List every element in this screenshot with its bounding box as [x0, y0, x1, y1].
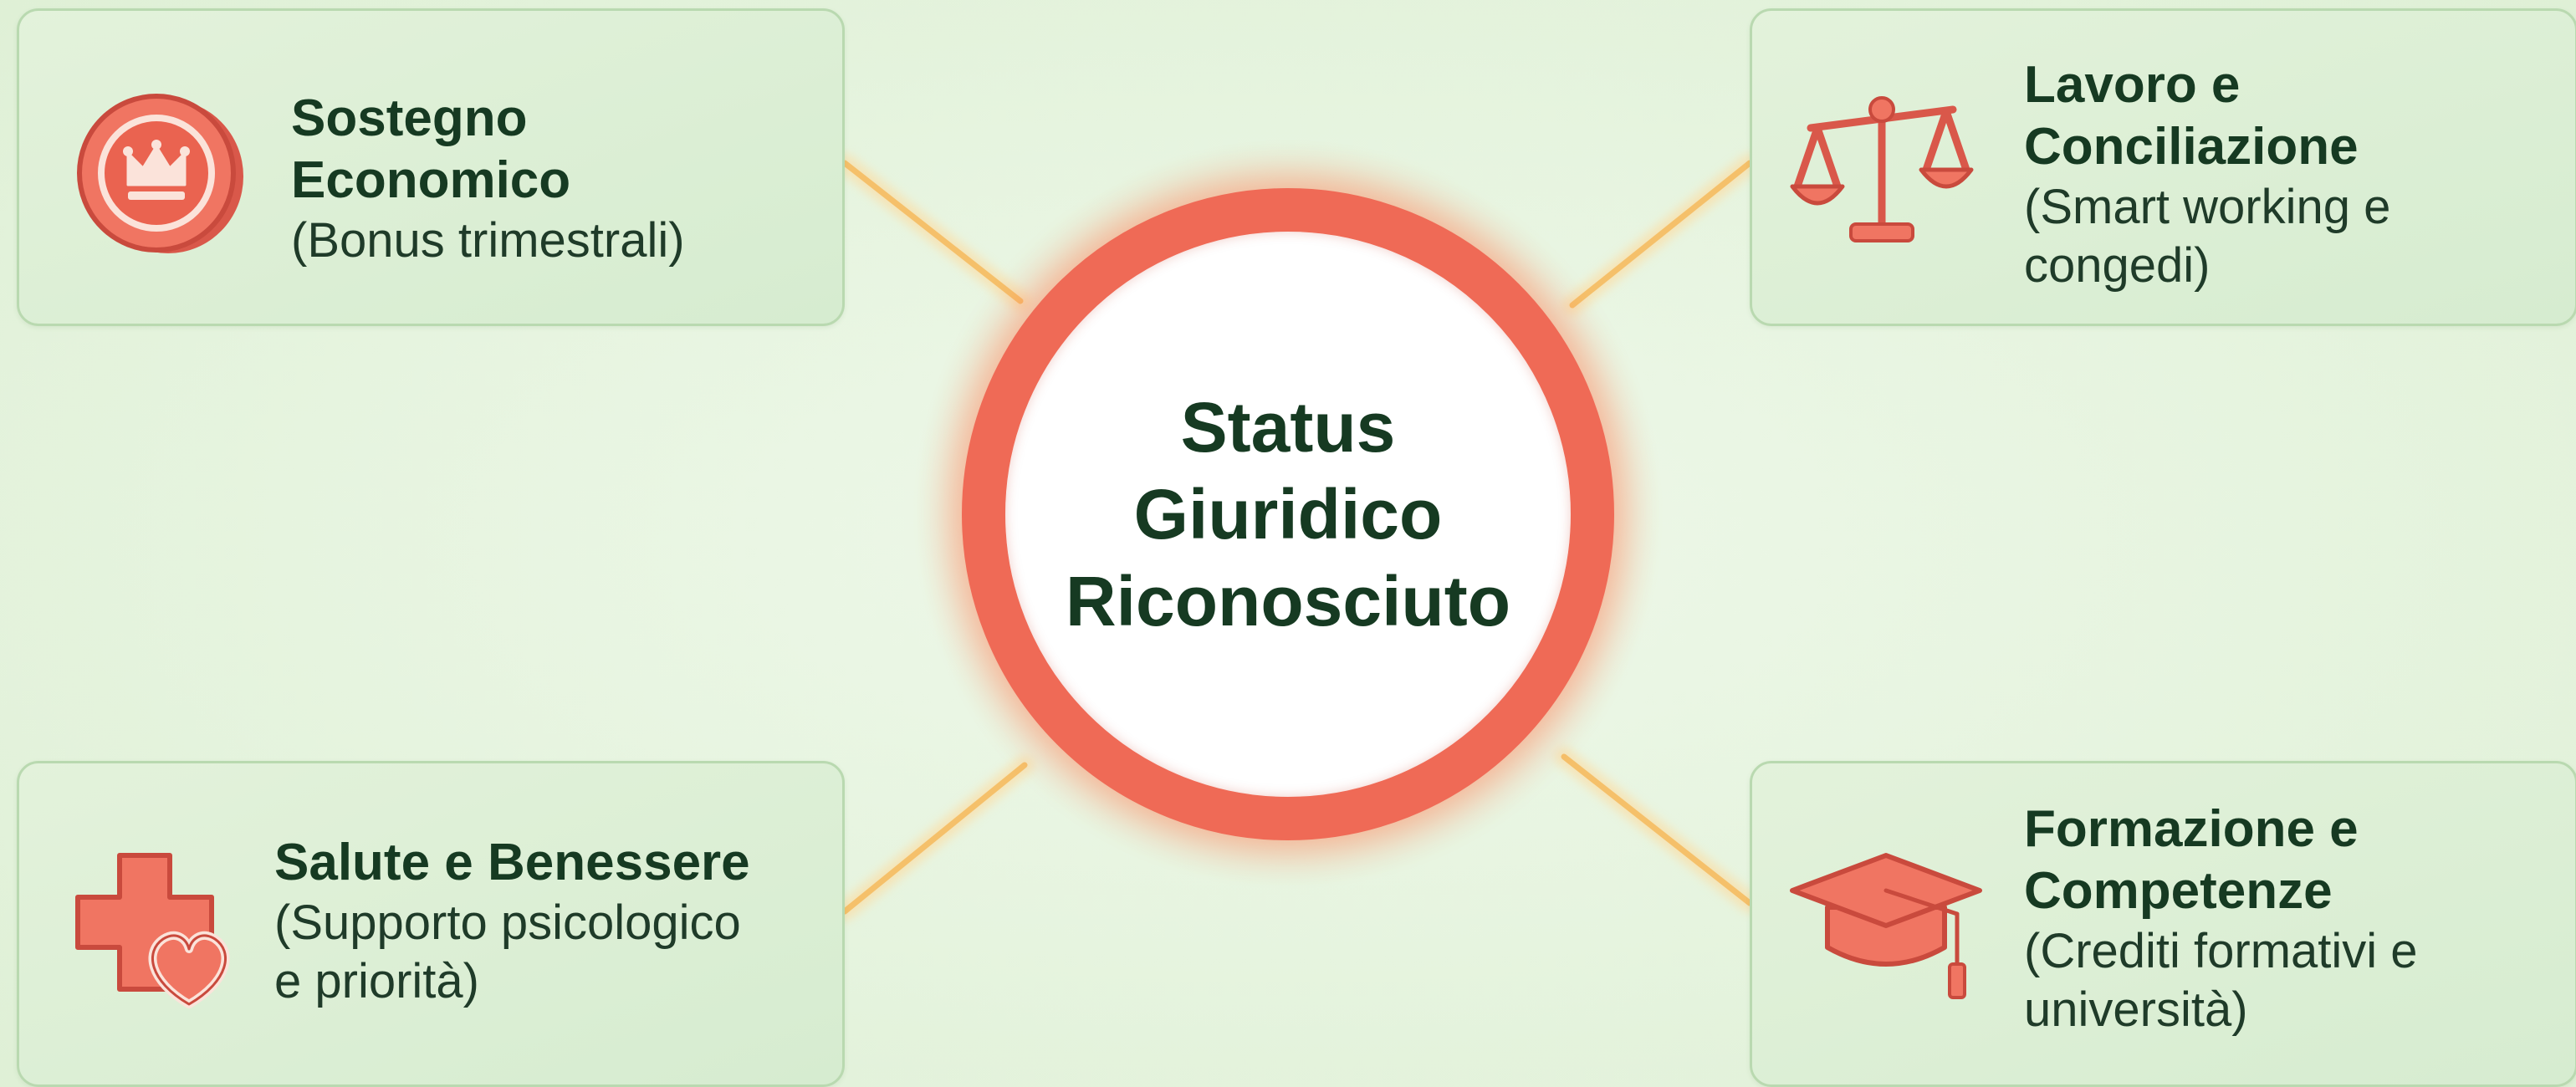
connector-bottom-left: [841, 762, 1028, 915]
desc-line: università): [2024, 982, 2248, 1037]
card-title: Salute e Benessere: [274, 832, 843, 894]
desc-line: (Smart working e: [2024, 180, 2391, 234]
card-formazione-competenze: Formazione e Competenze (Crediti formati…: [1750, 761, 2576, 1087]
card-text: Lavoro e Conciliazione (Smart working e …: [2024, 54, 2559, 295]
hub-label: Status Giuridico Riconosciuto: [1005, 232, 1571, 797]
card-salute-benessere: Salute e Benessere (Supporto psicologico…: [17, 761, 845, 1087]
card-text: Salute e Benessere (Supporto psicologico…: [274, 832, 843, 1011]
title-line: Competenze: [2024, 862, 2333, 920]
desc-line: (Bonus trimestrali): [291, 213, 685, 268]
title-line: Conciliazione: [2024, 118, 2359, 176]
title-line: Lavoro e: [2024, 56, 2241, 114]
hub-label-line: Status: [1180, 388, 1396, 467]
connector-top-right: [1569, 160, 1753, 309]
card-text: Sostegno Economico (Bonus trimestrali): [291, 88, 826, 270]
card-title: Lavoro e Conciliazione: [2024, 54, 2559, 178]
title-line: Economico: [291, 151, 571, 209]
hub-label-line: Giuridico: [1133, 475, 1443, 554]
card-text: Formazione e Competenze (Crediti formati…: [2024, 799, 2559, 1039]
card-description: (Smart working e congedi): [2024, 178, 2559, 295]
desc-line: e priorità): [274, 954, 479, 1008]
crown-coin-icon: [69, 86, 253, 262]
desc-line: congedi): [2024, 238, 2211, 293]
desc-line: (Crediti formativi e: [2024, 924, 2418, 978]
card-title: Sostegno Economico: [291, 88, 826, 212]
balance-scale-icon: [1786, 86, 1978, 253]
connector-top-left: [841, 160, 1024, 304]
title-line: Sostegno: [291, 89, 528, 147]
card-description: (Supporto psicologico e priorità): [274, 894, 843, 1011]
card-title: Formazione e Competenze: [2024, 799, 2559, 922]
connector-bottom-right: [1561, 753, 1753, 906]
hub-label-line: Riconosciuto: [1065, 562, 1510, 640]
graduation-cap-icon: [1786, 839, 1986, 1006]
card-sostegno-economico: Sostegno Economico (Bonus trimestrali): [17, 8, 845, 326]
central-hub: Status Giuridico Riconosciuto: [962, 188, 1614, 840]
title-line: Formazione e: [2024, 800, 2359, 858]
card-description: (Crediti formativi e università): [2024, 922, 2559, 1039]
desc-line: (Supporto psicologico: [274, 896, 741, 950]
card-lavoro-conciliazione: Lavoro e Conciliazione (Smart working e …: [1750, 8, 2576, 326]
card-description: (Bonus trimestrali): [291, 212, 826, 270]
medical-cross-heart-icon: [69, 847, 245, 1014]
title-line: Salute e Benessere: [274, 834, 750, 891]
